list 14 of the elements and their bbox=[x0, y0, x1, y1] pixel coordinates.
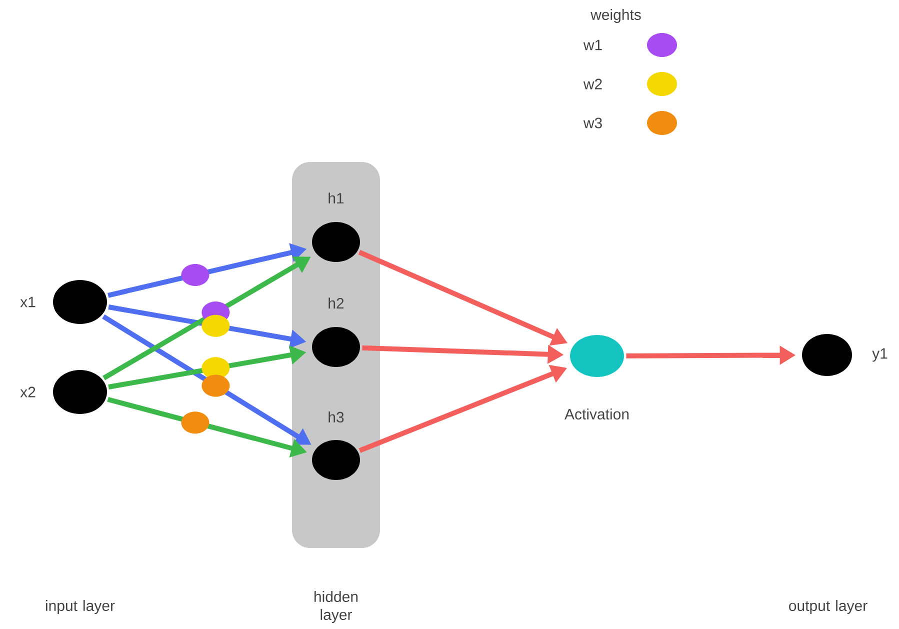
neuron-label: x1 bbox=[20, 296, 36, 308]
layer-label: hidden layer bbox=[314, 591, 358, 623]
legend-label: w1 bbox=[583, 40, 602, 50]
layer-label: weights bbox=[590, 9, 641, 23]
neuron-label: Activation bbox=[564, 408, 629, 420]
layer-label: output layer bbox=[789, 600, 868, 614]
layer-label: input layer bbox=[46, 600, 115, 614]
legend-label: w2 bbox=[583, 78, 602, 90]
neuron-label: y1 bbox=[872, 348, 888, 362]
neuron-label: h3 bbox=[328, 412, 344, 422]
legend-label: w3 bbox=[583, 118, 602, 128]
neuron-label: h1 bbox=[328, 192, 344, 204]
neuron-label: x2 bbox=[20, 386, 36, 398]
neuron-label: h2 bbox=[328, 298, 344, 308]
